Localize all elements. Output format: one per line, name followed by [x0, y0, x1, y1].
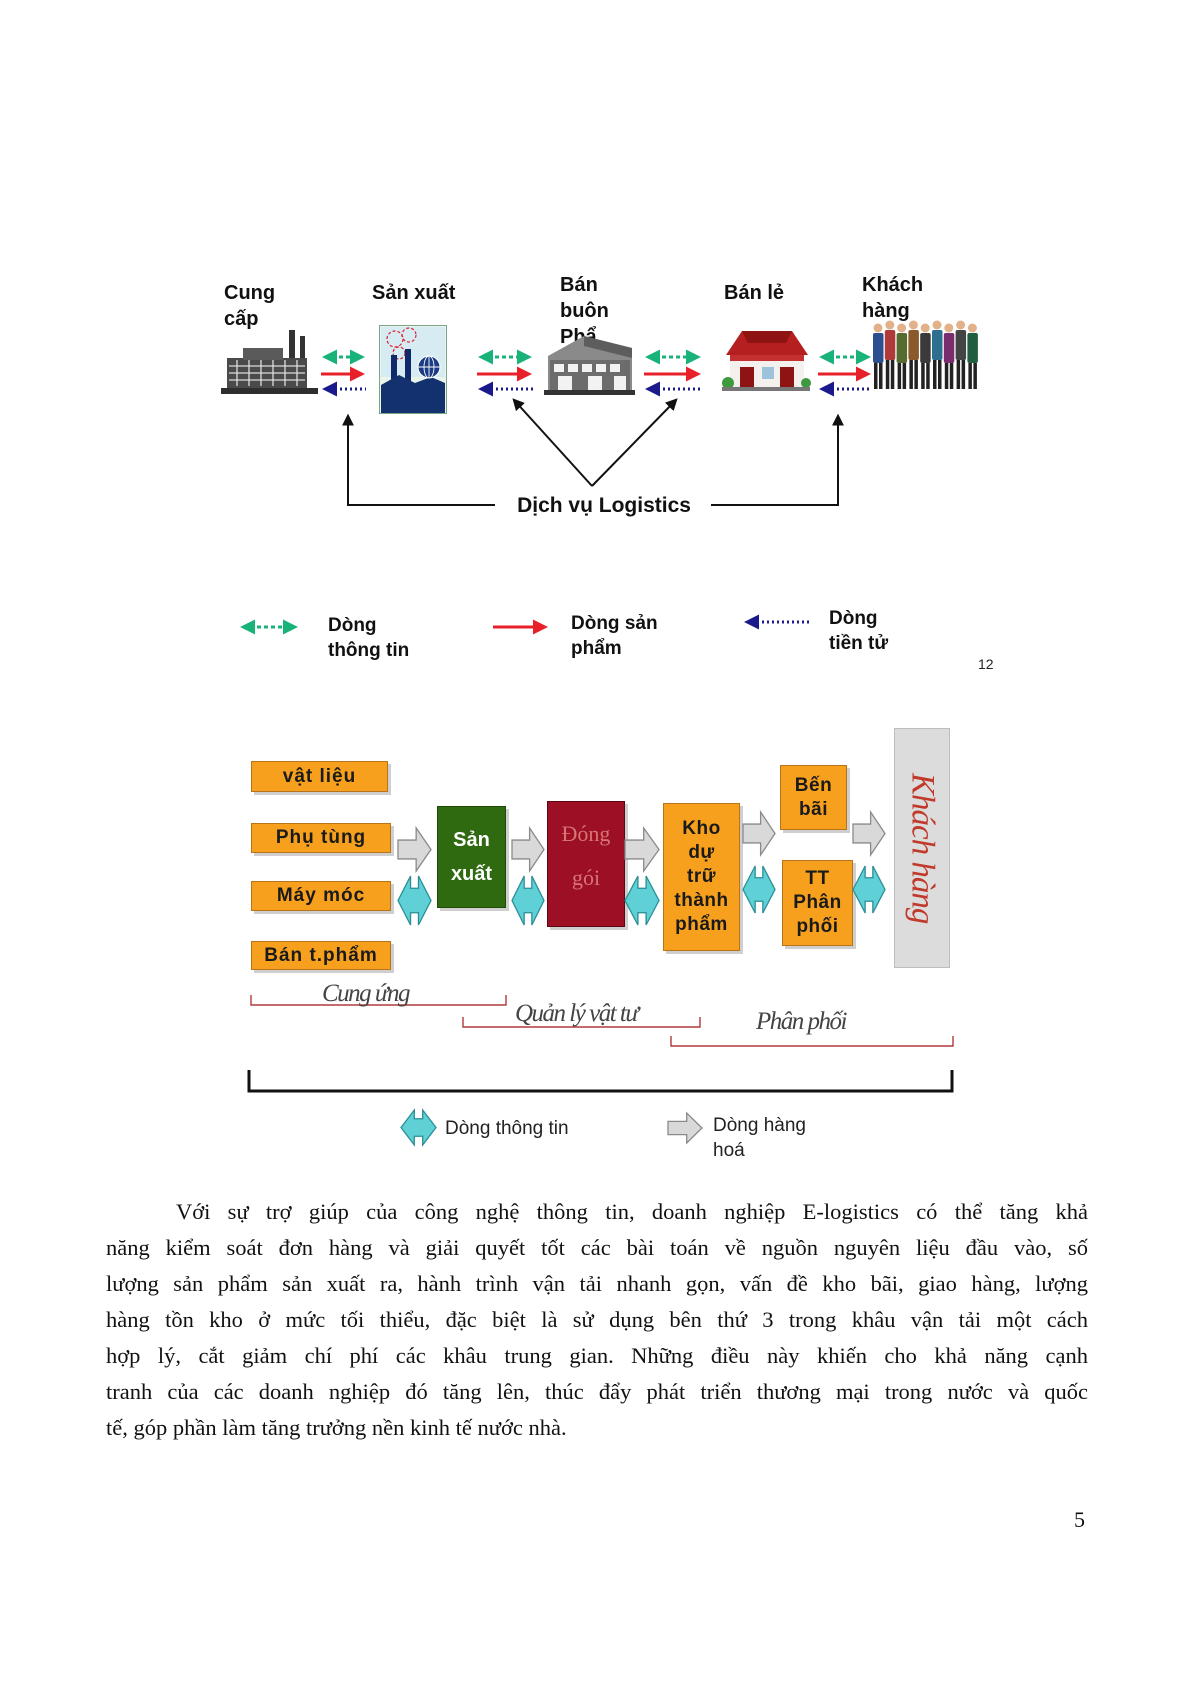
customer-label: Khách hàng: [862, 274, 924, 322]
warehouse-icon: [544, 336, 635, 395]
goods-flow-arrow: [624, 825, 660, 874]
body-paragraph: Với sự trợ giúp của công nghệ thông tin,…: [106, 1194, 1088, 1446]
customers-icon: [873, 320, 978, 389]
flow-arrow-group: [644, 349, 702, 397]
customer-box-label: Khách hàng: [904, 772, 941, 924]
production-box: Sản xuất: [437, 806, 506, 908]
logistics-connector-wholesale-right: [591, 398, 678, 487]
flow-arrow-group: [477, 349, 533, 397]
information-flow-block-arrow: [852, 865, 886, 914]
legend-goods-flow: Dòng hàng hoá: [713, 1115, 806, 1161]
slide-number: 12: [978, 656, 994, 672]
page-number: 5: [1074, 1507, 1085, 1532]
legend-information-flow-2: Dòng thông tin: [445, 1118, 569, 1139]
input-box-semi-products: Bán t.phẩm: [251, 941, 391, 970]
yard-box: Bến bãi: [780, 765, 847, 830]
right-block-arrow-icon: [667, 1111, 703, 1145]
paragraph-line: hợp lý, cắt giảm chí phí các khâu trung …: [106, 1343, 1088, 1368]
flow-arrow-group: [321, 349, 366, 397]
factory-icon: [221, 330, 318, 394]
supplier-label: Cung cấp: [224, 282, 276, 330]
logistics-flow-arrows: [247, 809, 954, 1147]
legend-money-flow: Dòng tiền tử: [829, 608, 889, 654]
paragraph-line: tranh của các doanh nghiệp đó tăng lên, …: [106, 1379, 1088, 1404]
information-flow-block-arrow: [624, 875, 660, 926]
supply-phase-bracket: [250, 995, 507, 1006]
flow-arrow-group: [818, 349, 872, 397]
paragraph-line: tế, góp phần làm tăng trưởng nền kinh tế…: [106, 1415, 567, 1440]
input-box-parts: Phụ tùng: [251, 823, 391, 853]
information-flow-block-arrow: [742, 865, 776, 914]
information-flow-block-arrow: [511, 875, 545, 926]
paragraph-line: hàng tồn kho ở mức tối thiểu, đặc biệt l…: [106, 1307, 1088, 1332]
double-block-arrow-icon: [400, 1108, 437, 1147]
paragraph-line: Với sự trợ giúp của công nghệ thông tin,…: [176, 1199, 1088, 1224]
logistics-connector-left: [342, 413, 495, 506]
goods-flow-arrow: [511, 825, 545, 874]
phase-label-materials-management: Quản lý vật tư: [515, 1000, 639, 1027]
logistics-service-label: Dịch vụ Logistics: [517, 494, 691, 517]
store-icon: [722, 331, 811, 391]
input-box-machinery: Máy móc: [251, 881, 391, 911]
legend-product-flow: Dòng sản phẩm: [571, 613, 658, 659]
paragraph-line: năng kiểm soát đơn hàng và giải quyết tố…: [106, 1235, 1088, 1260]
goods-flow-arrow: [852, 809, 886, 858]
retail-label: Bán lẻ: [724, 282, 785, 304]
materials-phase-bracket: [462, 1017, 701, 1028]
input-box-materials: vật liệu: [251, 761, 388, 792]
finished-goods-warehouse-box: Kho dự trữ thành phẩm: [663, 803, 740, 951]
goods-flow-arrow: [742, 809, 776, 858]
information-flow-block-arrow: [397, 875, 432, 926]
packaging-box: Đóng gói: [547, 801, 625, 927]
distribution-phase-bracket: [670, 1036, 954, 1047]
paragraph-line: lượng sản phẩm sản xuất ra, hành trình v…: [106, 1271, 1088, 1296]
production-label: Sản xuất: [372, 282, 456, 304]
overall-bracket: [247, 1070, 954, 1093]
industrial-plant-icon: [379, 325, 447, 414]
legend-information-flow: Dòng thông tin: [328, 615, 410, 661]
logistics-connector-right: [711, 413, 844, 506]
logistics-connector-wholesale-left: [512, 398, 593, 487]
customer-box: Khách hàng: [894, 728, 950, 968]
phase-label-supply: Cung ứng: [322, 980, 411, 1007]
distribution-center-box: TT Phân phối: [782, 860, 853, 946]
supply-chain-arrows: [240, 349, 872, 635]
phase-label-distribution: Phân phối: [756, 1008, 847, 1035]
goods-flow-arrow: [397, 825, 432, 874]
